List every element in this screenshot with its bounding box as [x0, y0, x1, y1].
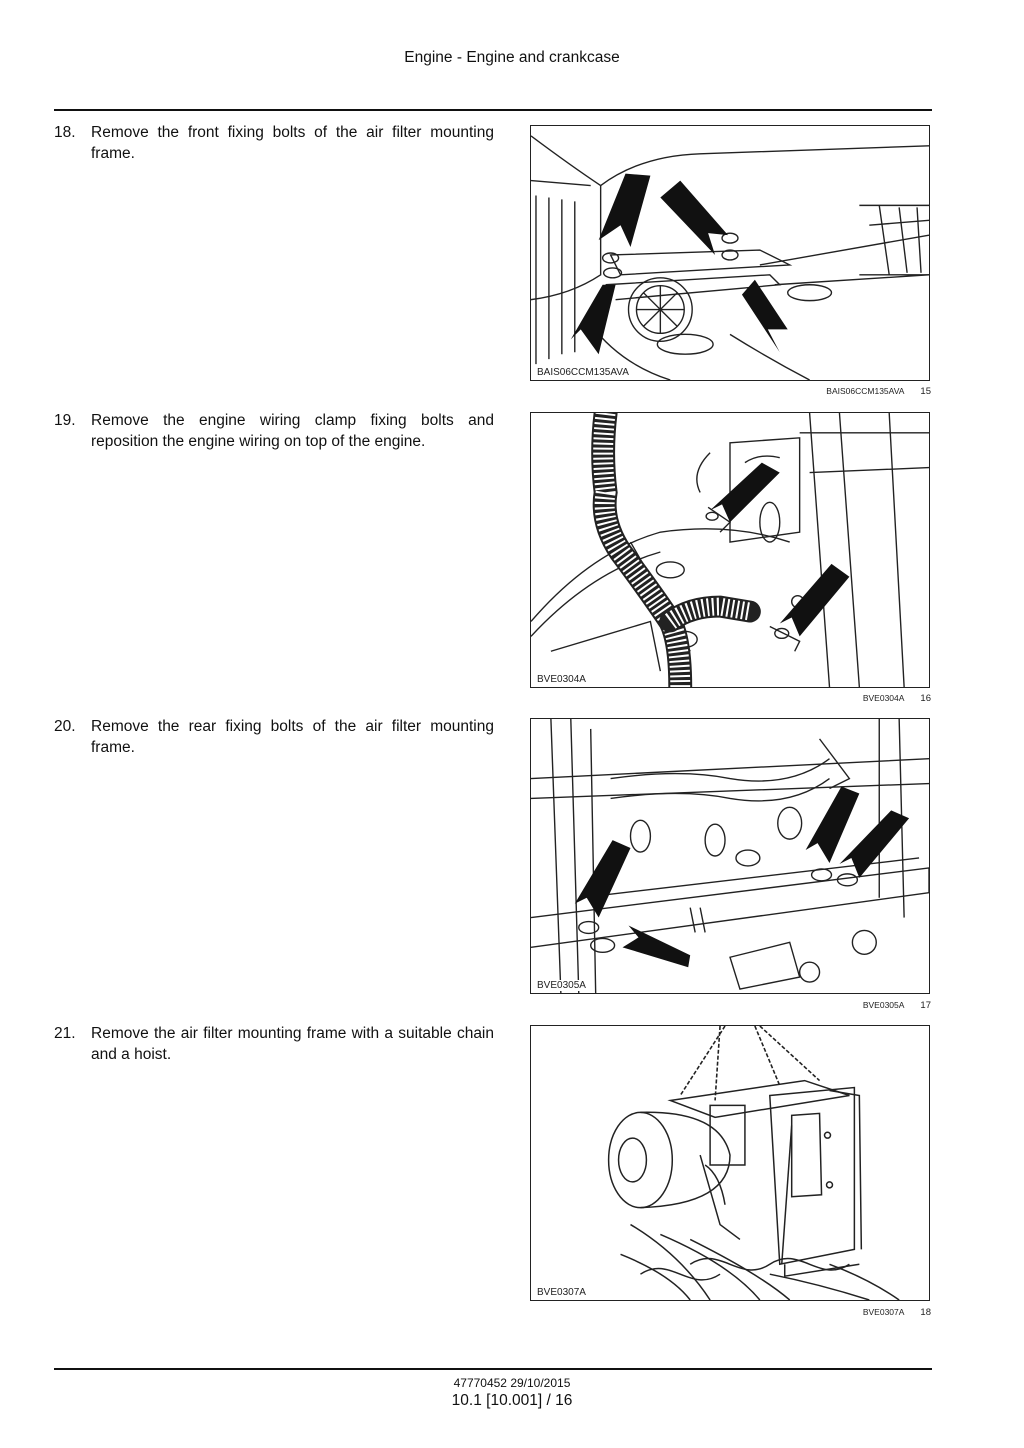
- caption-number: 15: [920, 386, 931, 397]
- caption-code: BAIS06CCM135AVA: [826, 386, 905, 396]
- step-number: 18.: [54, 124, 76, 141]
- step-number: 20.: [54, 718, 76, 735]
- footer-page-reference: 10.1 [10.001] / 16: [451, 1392, 573, 1409]
- step-19: 19. Remove the engine wiring clamp fixin…: [54, 410, 494, 454]
- page-header-title: Engine - Engine and crankcase: [404, 49, 620, 66]
- figure-18-caption: BVE0307A 18: [863, 1307, 931, 1318]
- figure-inner-label: BVE0307A: [535, 1287, 588, 1298]
- caption-code: BVE0305A: [862, 1000, 905, 1010]
- step-18: 18. Remove the front fixing bolts of the…: [54, 122, 494, 166]
- step-number: 19.: [54, 412, 76, 429]
- footer-document-reference: 47770452 29/10/2015: [453, 1376, 571, 1390]
- engine-wiring-clamp-drawing: [531, 413, 929, 687]
- step-text: Remove the engine wiring clamp fixing bo…: [91, 412, 494, 450]
- step-number: 21.: [54, 1025, 76, 1042]
- figure-16-caption: BVE0304A 16: [863, 693, 931, 704]
- footer-rule: [54, 1368, 932, 1370]
- figure-inner-label: BVE0304A: [535, 674, 588, 685]
- figure-inner-label: BVE0305A: [535, 980, 588, 991]
- caption-number: 16: [920, 693, 931, 704]
- caption-number: 17: [920, 1000, 931, 1011]
- step-20: 20. Remove the rear fixing bolts of the …: [54, 716, 494, 760]
- caption-number: 18: [920, 1307, 931, 1318]
- figure-16-illustration: BVE0304A: [530, 412, 930, 688]
- header-rule: [54, 109, 932, 111]
- air-filter-frame-hoist-drawing: [607, 1026, 900, 1300]
- caption-code: BVE0307A: [862, 1307, 905, 1317]
- caption-code: BVE0304A: [862, 693, 905, 703]
- step-text: Remove the front fixing bolts of the air…: [91, 124, 494, 162]
- figure-inner-label: BAIS06CCM135AVA: [535, 367, 631, 378]
- step-text: Remove the rear fixing bolts of the air …: [91, 718, 494, 756]
- figure-17-caption: BVE0305A 17: [863, 1000, 931, 1011]
- figure-17-illustration: BVE0305A: [530, 718, 930, 994]
- figure-15-illustration: BAIS06CCM135AVA: [530, 125, 930, 381]
- step-21: 21. Remove the air filter mounting frame…: [54, 1023, 494, 1067]
- air-filter-rear-bolts-drawing: [531, 719, 929, 993]
- figure-15-caption: BAIS06CCM135AVA 15: [826, 386, 931, 397]
- step-text: Remove the air filter mounting frame wit…: [91, 1025, 494, 1063]
- figure-18-illustration: BVE0307A: [530, 1025, 930, 1301]
- air-filter-front-bolts-drawing: [531, 135, 929, 380]
